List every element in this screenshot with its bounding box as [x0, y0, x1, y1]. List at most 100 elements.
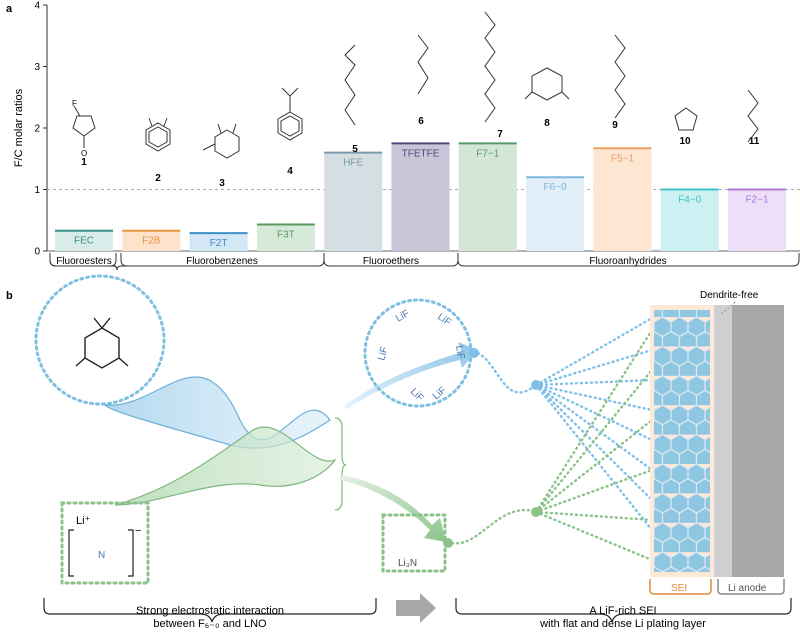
li-plating	[714, 305, 732, 577]
bar	[391, 143, 450, 251]
minus-sign: −	[135, 525, 141, 537]
nitrogen-atom: N	[98, 550, 105, 561]
flow-line	[450, 508, 538, 545]
blue-arrow	[345, 342, 478, 410]
molecule-hfe	[344, 44, 356, 126]
green-arrow	[340, 475, 446, 542]
molecule-f2	[747, 89, 759, 143]
brace-right	[455, 598, 792, 623]
group-fluorobenzenes: Fluorobenzenes	[186, 256, 258, 267]
caption-left-1: Strong electrostatic interaction	[136, 605, 284, 617]
bar	[122, 230, 181, 251]
lno-box	[60, 501, 150, 585]
brace	[334, 417, 347, 511]
bar-label: TFETFE	[402, 148, 440, 159]
molecule-circle	[34, 274, 166, 406]
bar	[55, 230, 113, 251]
bar-label: F7−1	[476, 148, 500, 159]
group-fluoroethers: Fluoroethers	[363, 256, 419, 267]
flow-line	[534, 383, 654, 442]
flow-line	[534, 378, 654, 387]
flow-line	[534, 510, 654, 522]
li-anode	[732, 305, 784, 577]
group-fluoroesters: Fluoroesters	[56, 256, 112, 267]
sei-label: SEI	[671, 583, 687, 594]
molecule-f3t	[277, 87, 303, 141]
caption-right-2: with flat and dense Li plating layer	[539, 618, 706, 630]
flow-line	[534, 348, 654, 387]
y-tick-label: 1	[34, 185, 40, 196]
molecule-fec	[72, 105, 96, 148]
molecule-f5	[614, 34, 626, 119]
bar	[526, 177, 585, 251]
compound-number: 10	[679, 136, 691, 147]
sei-bracket	[649, 579, 712, 595]
group-brackets	[49, 253, 800, 271]
molecule-f2t	[202, 123, 240, 159]
blue-flow	[103, 376, 331, 449]
flow-line	[534, 383, 654, 532]
anode-bracket	[717, 579, 785, 595]
progress-arrow	[396, 593, 436, 623]
f6-molecule	[75, 317, 129, 369]
flow-line	[534, 316, 654, 387]
bar-label: FEC	[74, 236, 94, 247]
compound-number: 2	[155, 173, 161, 184]
flow-line	[534, 368, 654, 514]
molecule-f4	[674, 107, 698, 131]
y-axis-label: F/C molar ratios	[13, 88, 25, 167]
dotted-flows	[450, 316, 654, 562]
compound-number: 1	[81, 157, 87, 168]
y-tick-label: 2	[34, 124, 40, 135]
bar-label: F6−0	[544, 182, 568, 193]
compound-number: 5	[352, 144, 358, 155]
bar	[728, 189, 786, 251]
bar-label: F2B	[142, 236, 161, 247]
bracket-left	[68, 529, 74, 577]
sei-hexagons	[654, 310, 710, 572]
lif-label-1: LiF	[394, 308, 412, 324]
molecule-f7	[484, 11, 496, 123]
green-flow	[114, 426, 337, 506]
bracket-right	[128, 529, 134, 577]
caption-right-1: A LiF-rich SEI	[589, 605, 656, 617]
group-fluoroanhydrides: Fluoroanhydrides	[589, 256, 666, 267]
panel-a-label: a	[6, 3, 13, 15]
molecule-f6	[524, 67, 570, 101]
flow-line	[534, 418, 654, 514]
dendrite-arrow	[719, 301, 736, 315]
y-tick-label: 4	[34, 1, 40, 12]
lif-label-6: LiF	[453, 345, 466, 361]
brace-left	[43, 598, 377, 623]
bar	[458, 143, 517, 251]
bar	[593, 148, 652, 251]
dendrite-free-label: Dendrite-free	[700, 290, 759, 301]
lif-label-2: LiF	[435, 311, 453, 328]
flow-line	[534, 383, 654, 472]
bar-label: F2T	[210, 238, 228, 249]
bar-label: F4−0	[678, 195, 702, 206]
compound-number: 11	[749, 136, 760, 147]
panel-b-label: b	[6, 290, 13, 302]
bar	[256, 224, 315, 251]
molecule-tfetfe	[417, 34, 429, 95]
compound-number: 9	[612, 120, 618, 131]
flow-line	[534, 510, 654, 562]
compound-number: 7	[497, 129, 503, 140]
bar-label: F3T	[277, 230, 295, 241]
compound-number: 8	[544, 118, 550, 129]
blue-hub	[531, 380, 541, 390]
li3n-label: Li₃N	[398, 558, 417, 569]
flow-line	[476, 351, 538, 394]
anode-label: Li anode	[728, 583, 767, 594]
lif-label-3: LiF	[376, 345, 390, 361]
green-dot	[443, 538, 453, 548]
flow-line	[534, 383, 654, 412]
molecule-f2b	[145, 117, 171, 152]
flow-line	[534, 468, 654, 514]
compound-number: 6	[418, 116, 424, 127]
bar	[189, 233, 248, 251]
